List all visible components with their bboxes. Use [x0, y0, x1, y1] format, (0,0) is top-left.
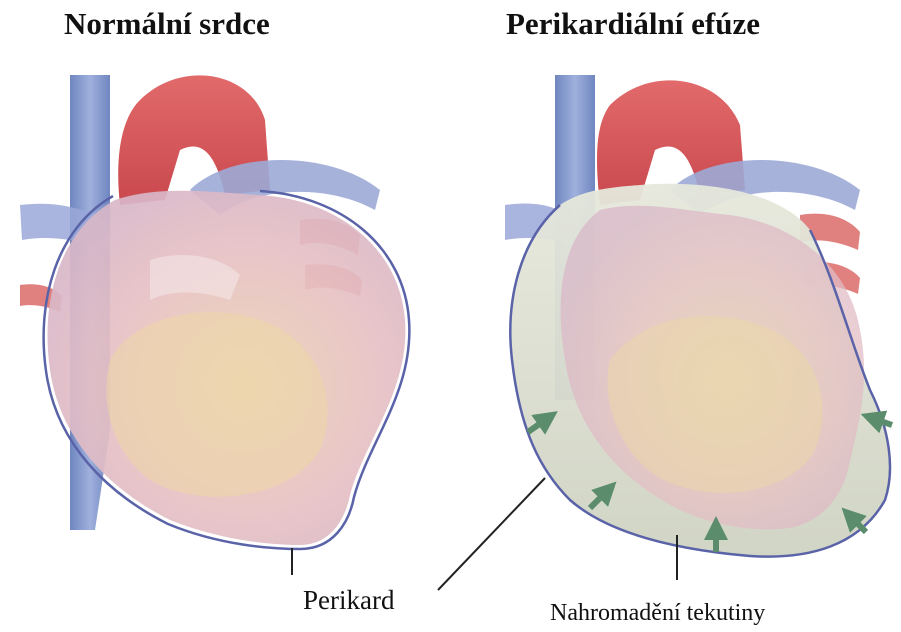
pericardium-label: Perikard — [303, 585, 394, 616]
fluid-label: Nahromadění tekutiny — [550, 600, 765, 627]
normal-heart — [20, 75, 409, 549]
effusion-heart — [505, 75, 892, 557]
leader-pericardium-right — [438, 478, 545, 590]
